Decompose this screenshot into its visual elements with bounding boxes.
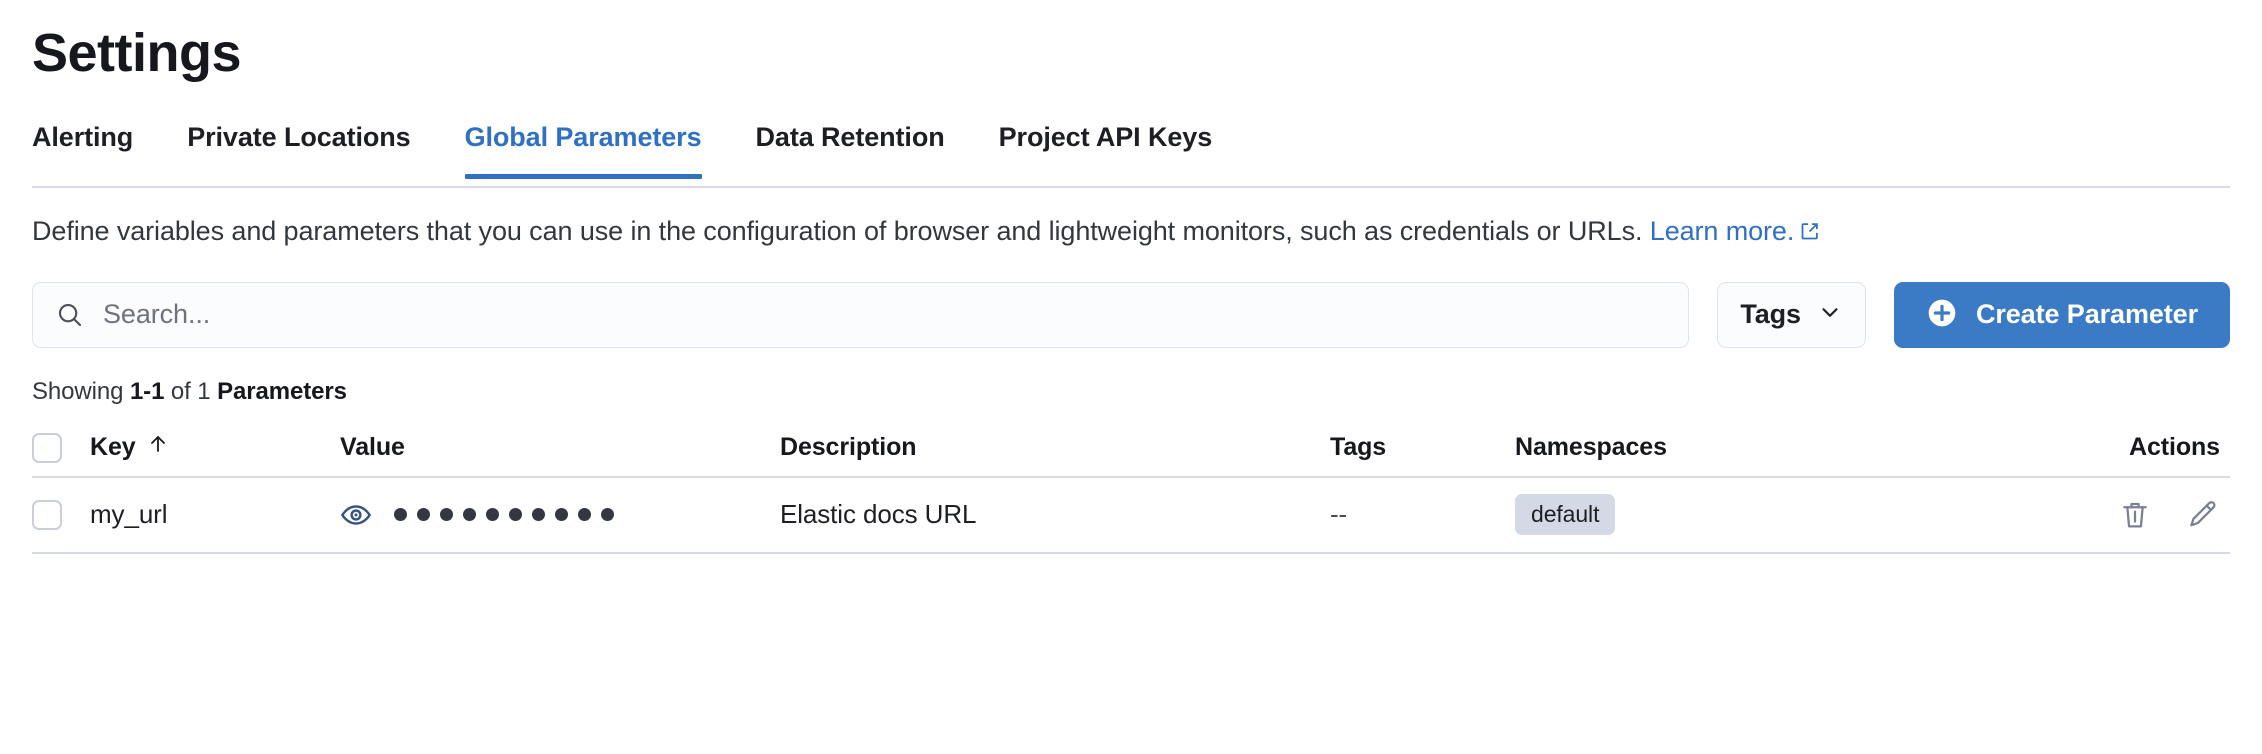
search-icon	[55, 300, 85, 330]
table-header-row: Key Value Description Tags Namespaces	[32, 420, 2230, 478]
summary-range: 1-1	[129, 377, 165, 405]
cell-tags: --	[1330, 499, 1348, 530]
select-all-checkbox[interactable]	[32, 432, 62, 463]
pencil-icon[interactable]	[2186, 498, 2220, 532]
external-link-icon	[1800, 215, 1820, 250]
column-header-value-label: Value	[340, 433, 405, 462]
tab-label: Global Parameters	[464, 122, 702, 153]
column-header-namespaces-label: Namespaces	[1515, 433, 1667, 462]
column-header-key[interactable]: Key	[90, 432, 340, 463]
summary-entity: Parameters	[217, 377, 347, 405]
cell-namespaces: default	[1515, 494, 1935, 536]
cell-actions	[1935, 498, 2230, 532]
masked-dot	[555, 508, 568, 522]
column-header-description[interactable]: Description	[780, 433, 1330, 462]
tab-label: Data Retention	[755, 122, 945, 153]
tab-bar: Alerting Private Locations Global Paramete…	[32, 118, 2230, 189]
cell-key: my_url	[90, 499, 168, 530]
masked-dot	[463, 508, 476, 522]
tags-filter-label: Tags	[1740, 299, 1801, 330]
create-parameter-button[interactable]: Create Parameter	[1893, 281, 2230, 348]
parameters-table: Key Value Description Tags Namespaces	[32, 420, 2230, 554]
page-title: Settings	[32, 23, 242, 83]
plus-circle-icon	[1926, 297, 1958, 332]
summary-middle: of 1	[164, 377, 218, 405]
tab-bar-divider	[32, 186, 2230, 189]
search-box[interactable]	[32, 281, 1690, 348]
masked-dot	[532, 508, 545, 522]
column-header-actions-label: Actions	[2129, 433, 2220, 462]
trash-icon[interactable]	[2118, 498, 2152, 532]
masked-dot	[417, 508, 430, 522]
controls-row: Tags Create Parameter	[32, 281, 2230, 348]
masked-dot	[394, 508, 407, 522]
tags-filter-button[interactable]: Tags	[1717, 281, 1866, 348]
chevron-down-icon	[1817, 299, 1843, 330]
masked-dot	[440, 508, 453, 522]
column-header-namespaces[interactable]: Namespaces	[1515, 433, 1935, 462]
column-header-value[interactable]: Value	[340, 433, 780, 462]
masked-dot	[486, 508, 499, 522]
namespace-badge: default	[1515, 494, 1616, 536]
eye-icon[interactable]	[340, 499, 372, 531]
summary-prefix: Showing	[32, 377, 130, 405]
masked-dot	[578, 508, 591, 522]
tab-label: Private Locations	[187, 122, 411, 153]
row-select-cell	[32, 499, 90, 530]
tab-label: Alerting	[32, 122, 134, 153]
column-header-tags[interactable]: Tags	[1330, 433, 1515, 462]
results-summary: Showing 1-1 of 1 Parameters	[32, 378, 2230, 406]
tab-data-retention[interactable]: Data Retention	[756, 118, 945, 181]
column-header-description-label: Description	[780, 433, 917, 462]
row-select-checkbox[interactable]	[32, 499, 62, 530]
create-parameter-label: Create Parameter	[1975, 299, 2198, 330]
search-input[interactable]	[103, 299, 1667, 331]
tab-alerting[interactable]: Alerting	[32, 118, 133, 181]
description-text: Define variables and parameters that you…	[32, 216, 1643, 247]
tab-label: Project API Keys	[998, 122, 1213, 153]
cell-description: Elastic docs URL	[780, 499, 977, 530]
masked-dot	[601, 508, 614, 522]
learn-more-label: Learn more.	[1649, 216, 1795, 247]
arrow-up-icon	[146, 432, 170, 463]
tab-global-parameters[interactable]: Global Parameters	[464, 118, 702, 181]
cell-value	[340, 499, 780, 531]
masked-value-dots	[394, 508, 614, 522]
column-header-key-label: Key	[90, 433, 136, 462]
learn-more-link[interactable]: Learn more.	[1650, 216, 1820, 246]
tab-project-api-keys[interactable]: Project API Keys	[999, 118, 1213, 181]
select-all-cell	[32, 432, 90, 463]
table-row: my_url Elastic docs URL -- default	[32, 478, 2230, 554]
tab-private-locations[interactable]: Private Locations	[187, 118, 410, 181]
column-header-tags-label: Tags	[1330, 433, 1387, 462]
masked-dot	[509, 508, 522, 522]
page-description: Define variables and parameters that you…	[32, 214, 2212, 250]
column-header-actions: Actions	[1935, 433, 2230, 462]
